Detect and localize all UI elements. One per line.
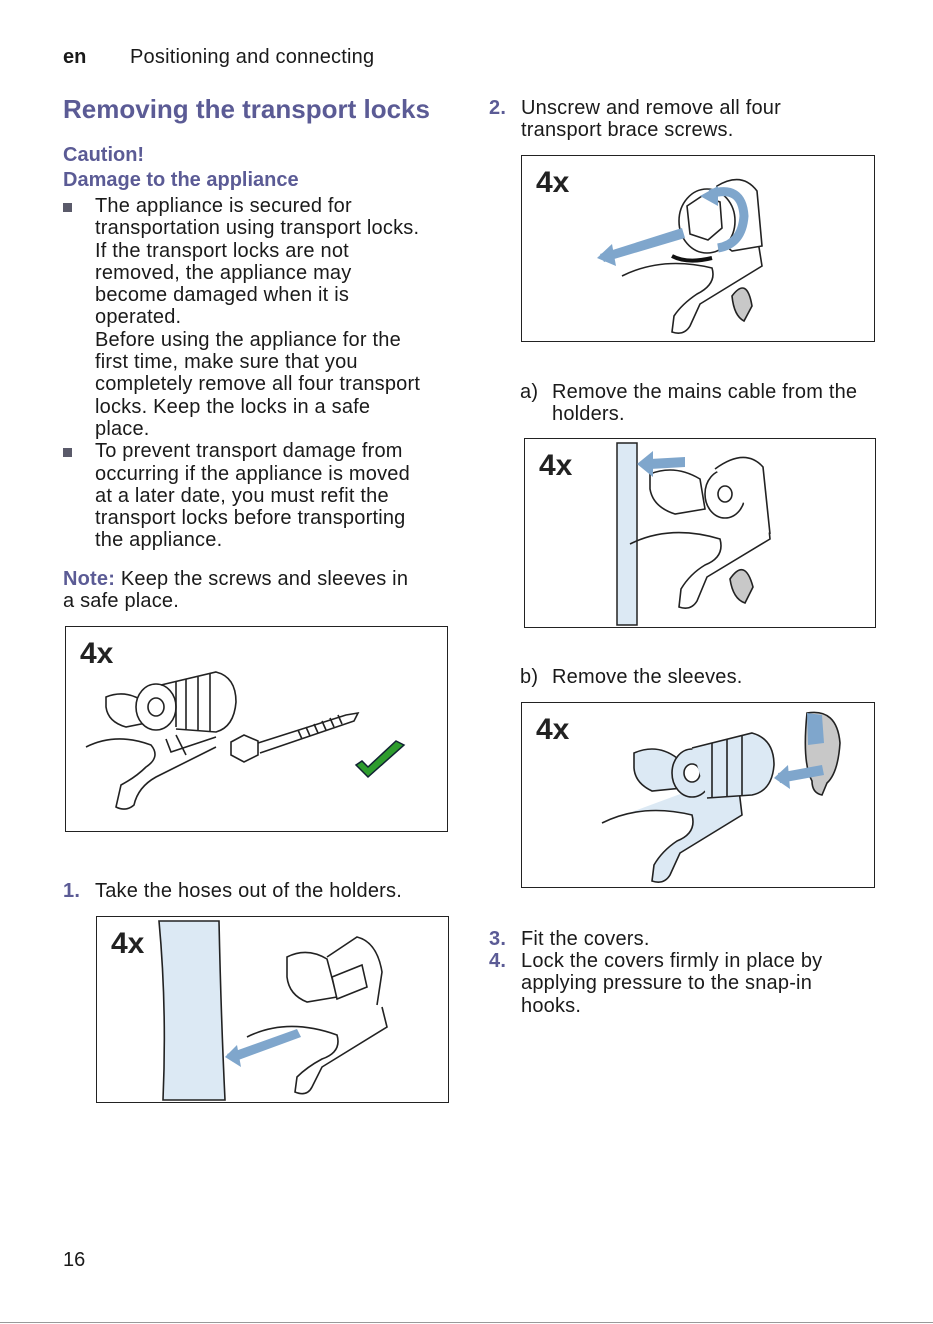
bullet-line: occurring if the appliance is moved bbox=[95, 462, 410, 485]
caution-block: Caution! Damage to the appliance bbox=[63, 143, 299, 193]
screw-removal-illustration bbox=[597, 178, 763, 334]
step-line: transport brace screws. bbox=[521, 119, 734, 142]
step-text: Unscrew and remove all four transport br… bbox=[521, 97, 781, 142]
figure-sleeves: 4x bbox=[521, 702, 875, 888]
footer-divider bbox=[0, 1322, 933, 1323]
bullet-square-icon bbox=[63, 448, 72, 458]
note-line: a safe place. bbox=[63, 590, 180, 613]
cable-removal-illustration bbox=[616, 442, 771, 626]
quantity-label: 4x bbox=[539, 449, 573, 482]
checkmark-icon bbox=[354, 740, 406, 779]
note-block: Note: Keep the screws and sleeves in a s… bbox=[63, 568, 453, 613]
step-text: Take the hoses out of the holders. bbox=[95, 880, 402, 902]
bullet-item: The appliance is secured for transportat… bbox=[63, 195, 453, 440]
bullet-line: The appliance is secured for bbox=[95, 195, 352, 217]
substep-line: Remove the mains cable from the bbox=[552, 381, 858, 403]
bullet-line: locks. Keep the locks in a safe bbox=[95, 395, 371, 418]
bullet-line: place. bbox=[95, 417, 150, 440]
figure-hoses: 4x bbox=[96, 916, 449, 1103]
quantity-label: 4x bbox=[111, 927, 145, 960]
figure-overview: 4x bbox=[65, 626, 448, 832]
bullet-line: To prevent transport damage from bbox=[95, 440, 403, 463]
note-label: Note: bbox=[63, 568, 116, 590]
language-code: en bbox=[63, 46, 87, 68]
step-number: 4. bbox=[489, 950, 507, 972]
sleeve-removal-illustration bbox=[601, 711, 841, 883]
rotate-arrow-icon bbox=[708, 187, 749, 253]
substep-text: Remove the sleeves. bbox=[552, 666, 743, 688]
bullet-line: transportation using transport locks. bbox=[95, 217, 420, 240]
caution-bullets: The appliance is secured for transportat… bbox=[63, 195, 453, 552]
bullet-item: To prevent transport damage from occurri… bbox=[63, 440, 453, 551]
step-number: 2. bbox=[489, 97, 507, 119]
quantity-label: 4x bbox=[536, 713, 570, 746]
substep-text: Remove the mains cable from the holders. bbox=[552, 381, 857, 426]
arrow-icon bbox=[600, 228, 685, 262]
quantity-label: 4x bbox=[536, 166, 570, 199]
bullet-line: completely remove all four transport bbox=[95, 373, 421, 396]
page-title: Removing the transport locks bbox=[63, 94, 430, 124]
step-number: 1. bbox=[63, 880, 81, 902]
note-line: Keep the screws and sleeves in bbox=[120, 568, 409, 590]
substep-line: holders. bbox=[552, 403, 625, 426]
step-line: hooks. bbox=[521, 994, 582, 1017]
step-text: Fit the covers. bbox=[521, 928, 650, 950]
bullet-line: the appliance. bbox=[95, 529, 223, 552]
bullet-line: become damaged when it is bbox=[95, 284, 350, 307]
figure-screws: 4x bbox=[521, 155, 875, 342]
section-title: Positioning and connecting bbox=[130, 46, 375, 68]
quantity-label: 4x bbox=[80, 637, 114, 670]
step-number: 3. bbox=[489, 928, 507, 950]
substep-label: b) bbox=[520, 666, 539, 688]
step-line: Lock the covers firmly in place by bbox=[521, 950, 823, 972]
step-text: Lock the covers firmly in place by apply… bbox=[521, 950, 822, 1017]
substep-label: a) bbox=[520, 381, 539, 403]
step-line: Unscrew and remove all four bbox=[521, 97, 781, 119]
arrow-icon bbox=[650, 457, 685, 469]
caution-subheading: Damage to the appliance bbox=[63, 169, 299, 191]
bullet-square-icon bbox=[63, 203, 72, 212]
page-number: 16 bbox=[63, 1249, 86, 1271]
figure-cable: 4x bbox=[524, 438, 876, 628]
step-line: applying pressure to the snap-in bbox=[521, 972, 813, 995]
bullet-line: transport locks before transporting bbox=[95, 507, 406, 530]
bullet-line: If the transport locks are not bbox=[95, 239, 349, 262]
arrow-icon bbox=[227, 1029, 301, 1062]
caution-heading: Caution! bbox=[63, 144, 145, 166]
bullet-line: operated. bbox=[95, 306, 182, 329]
bullet-line: Before using the appliance for the bbox=[95, 328, 401, 351]
arrow-icon bbox=[778, 765, 824, 783]
bullet-line: at a later date, you must refit the bbox=[95, 484, 389, 507]
hose-removal-illustration bbox=[158, 920, 388, 1101]
bullet-line: removed, the appliance may bbox=[95, 261, 352, 284]
transport-lock-illustration bbox=[85, 671, 406, 810]
bullet-line: first time, make sure that you bbox=[95, 351, 358, 374]
